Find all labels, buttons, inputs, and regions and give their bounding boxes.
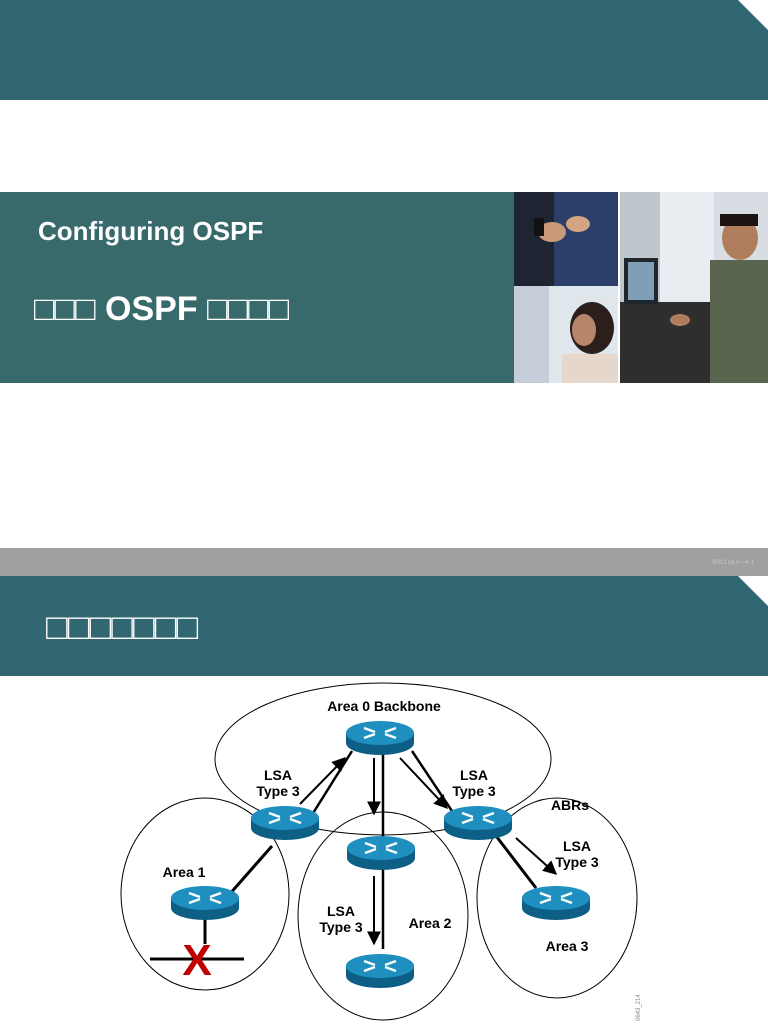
area-0-label: Area 0 Backbone [327,698,441,714]
link-abr-area3 [491,831,538,889]
lsa-left-line2: Type 3 [256,783,300,799]
lsa-right-line1: LSA [460,767,488,783]
title-band: Configuring OSPF □□□ OSPF □□□□ [0,192,514,383]
top-banner [0,0,768,100]
content-banner: □□□□□□□ [0,576,768,676]
abrs-label: ABRs [551,797,589,813]
link-abr-area1 [226,845,274,897]
title-slide: Configuring OSPF □□□ OSPF □□□□ BSCI v3.0… [0,0,768,576]
figure-code: 0643_214 [636,994,642,1021]
page-corner-fold [738,576,768,606]
slide-title: □□□ OSPF □□□□ [34,290,290,328]
footer-strip [0,548,768,576]
lsa-arrow-area3 [515,837,558,875]
slide-subtitle: Configuring OSPF [38,216,264,246]
lsa-arrow-right-down [399,757,448,810]
link-failure-mark: X [182,936,211,985]
page-corner-fold [738,0,768,30]
area-1-router [169,884,241,922]
area-3-router [520,884,592,922]
lsa-left-line1: LSA [264,767,292,783]
slide-title: □□□□□□□ [46,606,199,647]
lsa-bottom-line1: LSA [327,903,355,919]
backbone-router [344,719,416,757]
photo-collage [514,192,768,383]
area-3-label: Area 3 [546,938,589,954]
center-router [345,834,417,872]
area-2-label: Area 2 [409,915,452,931]
lsa-area3-line2: Type 3 [555,854,599,870]
abr-left-router [249,804,321,842]
lsa-right-line2: Type 3 [452,783,496,799]
area-3-boundary [476,797,638,999]
area-1-boundary [120,797,290,991]
abr-right-router [442,804,514,842]
lsa-arrow-left-up [299,756,346,805]
footer-text: BSCI v3.0—4-1 [712,560,754,566]
area-1-label: Area 1 [163,864,206,880]
lsa-bottom-line2: Type 3 [319,919,363,935]
lsa-area3-line1: LSA [563,838,591,854]
area-2-router [344,952,416,990]
ospf-area-diagram: X Area 0 Backbone LSA Type 3 LSA Type 3 … [120,682,642,1021]
content-slide: □□□□□□□ [0,576,768,1024]
